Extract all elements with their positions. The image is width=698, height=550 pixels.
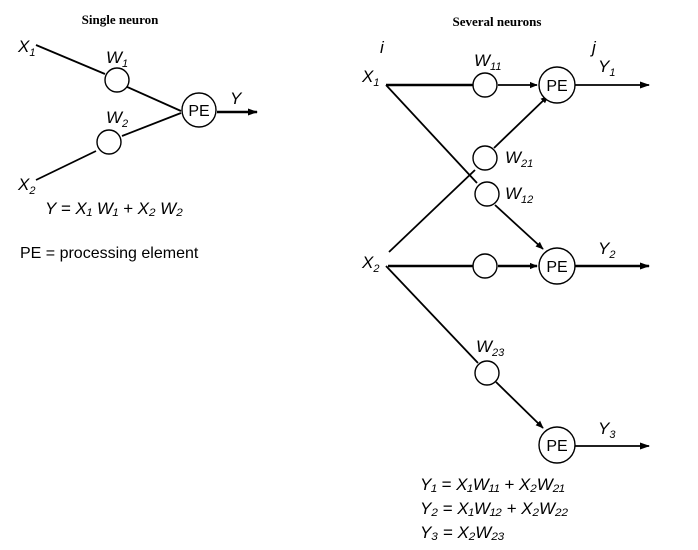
w12-label: W12: [505, 184, 533, 206]
several-neurons-panel: Several neurons PE PE PE i j X1 X2 W11: [361, 14, 650, 542]
x2-to-w2-line: [35, 150, 97, 181]
equation-y1: Y₁ = X₁W₁₁ + X₂W₂₁: [420, 475, 565, 494]
y-label: Y: [230, 89, 243, 108]
x2-label: X2: [17, 175, 35, 197]
w2-node: [96, 129, 122, 155]
w21-node: [472, 145, 498, 171]
w11-node: [472, 72, 498, 98]
equation-y2: Y₂ = X₁W₁₂ + X₂W₂₂: [420, 499, 569, 518]
x1-to-w1-line: [35, 44, 106, 75]
w22-node: [472, 253, 498, 279]
w11-label: W11: [474, 51, 501, 73]
x1-input-label: X1: [361, 67, 379, 89]
x2-to-w21-line: [388, 169, 476, 253]
pe1-label: PE: [546, 78, 567, 95]
w1-node: [104, 67, 130, 93]
w2-label: W2: [106, 108, 128, 130]
x2-input-label: X2: [361, 253, 379, 275]
pe-node: [181, 92, 217, 128]
w23-node: [474, 360, 500, 386]
pe3-node: [538, 426, 576, 464]
pe-label: PE: [188, 103, 209, 120]
several-neurons-title: Several neurons: [453, 14, 542, 29]
single-neuron-title: Single neuron: [82, 12, 159, 27]
pe2-label: PE: [546, 259, 567, 276]
w12-node: [474, 181, 500, 207]
y3-label: Y3: [598, 419, 616, 441]
pe2-node: [538, 247, 576, 285]
pe-definition: PE = processing element: [20, 245, 199, 262]
equation-y3: Y₃ = X₂W₂₃: [420, 523, 505, 542]
y1-label: Y1: [598, 57, 615, 79]
w21-to-pe1-arrow: [493, 95, 549, 149]
w1-to-pe-line: [124, 85, 182, 112]
x1-label: X1: [17, 37, 35, 59]
y2-label: Y2: [598, 239, 615, 261]
w23-to-pe3-arrow: [495, 381, 544, 429]
pe3-label: PE: [546, 438, 567, 455]
x2-to-w23-line: [385, 265, 479, 364]
single-neuron-panel: Single neuron PE X1 W1 W2 Y X2 Y = X₁ W₁…: [17, 12, 258, 262]
x1-to-w12-line: [385, 84, 478, 184]
j-label: j: [590, 38, 597, 57]
w23-label: W23: [476, 337, 505, 359]
w12-to-pe2-arrow: [494, 204, 544, 250]
w1-label: W1: [106, 48, 128, 70]
i-label: i: [380, 38, 385, 57]
w2-to-pe-line: [121, 112, 182, 137]
single-neuron-equation: Y = X₁ W₁ + X₂ W₂: [45, 199, 183, 218]
pe1-node: [538, 66, 576, 104]
w21-label: W21: [505, 148, 533, 170]
